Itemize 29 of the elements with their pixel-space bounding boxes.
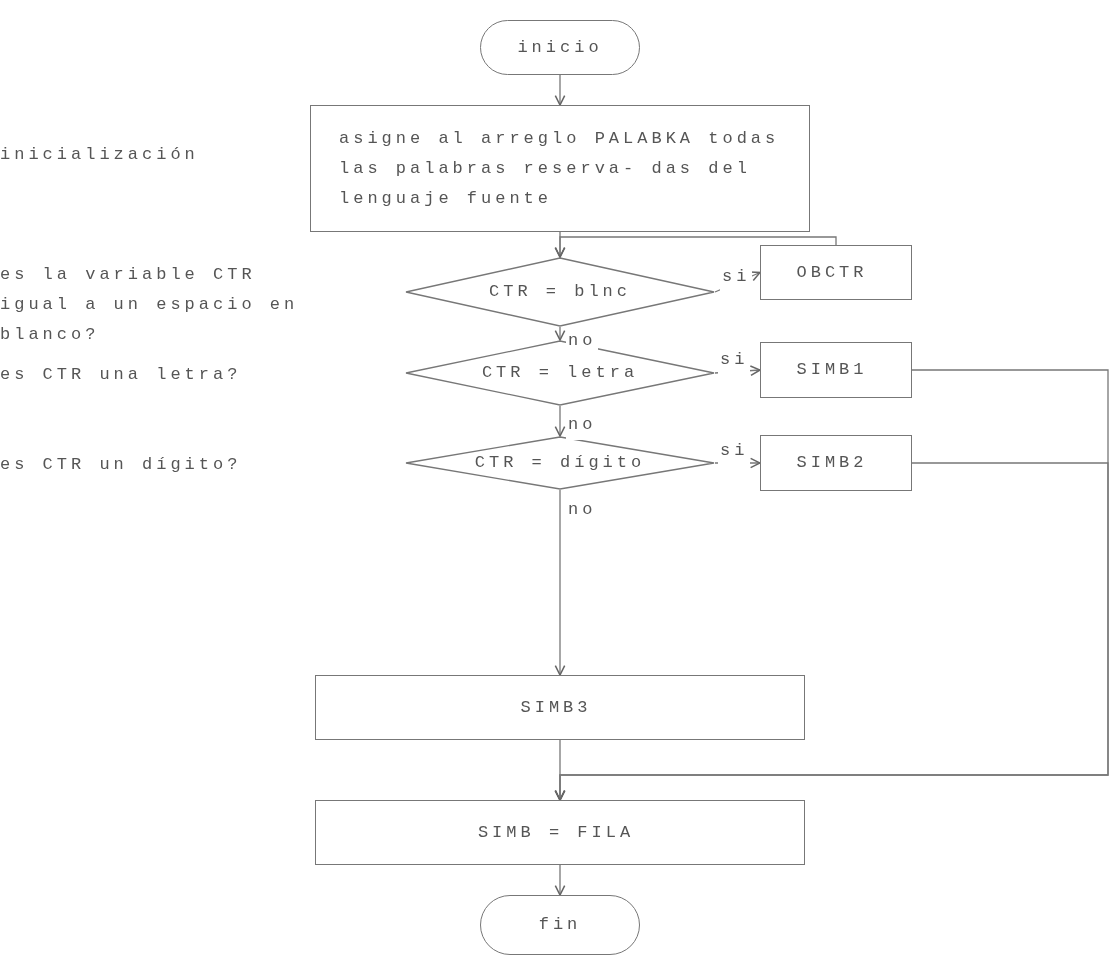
arrow — [554, 326, 566, 341]
node-text: SIMB = FILA — [477, 821, 635, 844]
terminal-shape — [480, 895, 640, 955]
node-text: asigne al arreglo PALABKA todas las palabras reserva- das del lenguaje fuente — [339, 127, 781, 210]
process-box — [310, 105, 810, 232]
arrow — [554, 236, 837, 258]
process-box — [760, 435, 912, 491]
node-text: CTR = blnc — [489, 282, 631, 301]
arrow — [554, 74, 566, 106]
node-text: SIMB2 — [796, 452, 868, 474]
step-caption: es CTR un dígito? — [0, 454, 243, 476]
arrow — [554, 405, 566, 437]
node-text: CTR = letra — [481, 363, 639, 382]
node-text: fin — [538, 914, 582, 936]
process-box — [760, 342, 912, 398]
node-text: SIMB3 — [520, 696, 592, 719]
node-text: CTR = dígito — [474, 453, 646, 472]
node-text: inicio — [517, 36, 603, 59]
step-caption: es CTR una letra? — [0, 364, 243, 386]
process-box — [315, 800, 805, 865]
arrow — [554, 739, 566, 801]
arrow — [554, 489, 566, 676]
arrow — [554, 864, 566, 896]
node-text: SIMB1 — [796, 359, 868, 381]
step-caption: inicialización — [0, 144, 200, 166]
process-box — [315, 675, 805, 740]
process-box — [760, 245, 912, 300]
step-caption: es la variable CTR igual a un espacio en blanco? — [0, 264, 300, 346]
node-text: OBCTR — [796, 261, 868, 284]
